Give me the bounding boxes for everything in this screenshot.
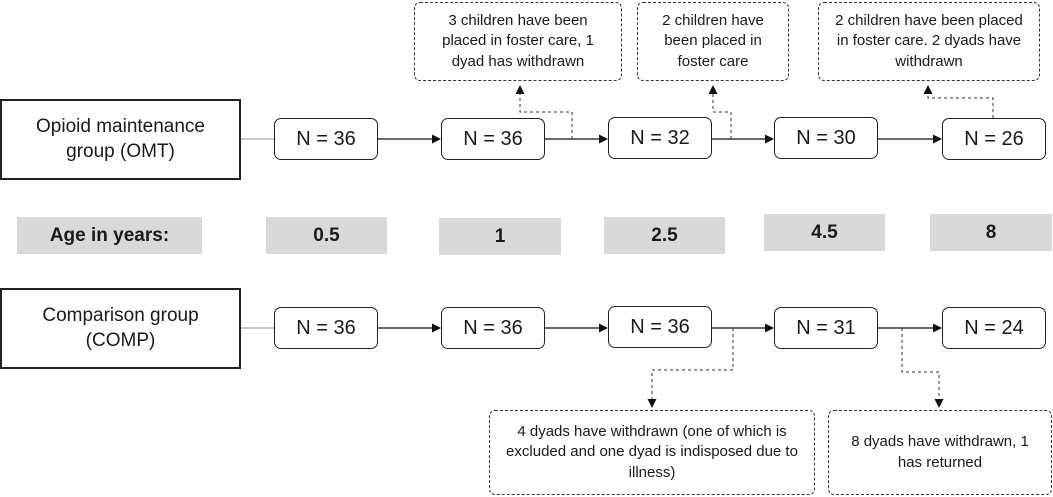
omt-note-3: 2 children have been placed in foster ca… bbox=[818, 2, 1040, 81]
omt-count-box-3: N = 32 bbox=[608, 117, 712, 159]
comp-note-2: 8 dyads have withdrawn, 1 has returned bbox=[828, 410, 1052, 495]
omt-count-box-2: N = 36 bbox=[441, 118, 545, 160]
omt-group-box: Opioid maintenance group (OMT) bbox=[0, 99, 241, 180]
comp-count-box-4: N = 31 bbox=[774, 307, 878, 349]
comp-group-label-line2: (COMP) bbox=[85, 329, 156, 351]
age-value-5: 8 bbox=[930, 214, 1052, 251]
age-value-2: 1 bbox=[439, 218, 561, 255]
comp-count-box-2: N = 36 bbox=[441, 307, 545, 349]
age-value-4: 4.5 bbox=[764, 214, 885, 251]
omt-note-connector-1 bbox=[515, 85, 573, 139]
comp-note-connector-2 bbox=[901, 328, 944, 408]
omt-note-2: 2 children have been placed in foster ca… bbox=[637, 2, 789, 81]
omt-count-box-4: N = 30 bbox=[774, 117, 878, 159]
omt-count-box-5: N = 26 bbox=[942, 118, 1046, 160]
age-value-1: 0.5 bbox=[266, 217, 387, 254]
age-label: Age in years: bbox=[17, 217, 202, 254]
omt-note-1: 3 children have been placed in foster ca… bbox=[414, 2, 622, 81]
comp-group-label-line1: Comparison group bbox=[42, 304, 199, 326]
comp-count-box-3: N = 36 bbox=[608, 306, 712, 348]
omt-count-box-1: N = 36 bbox=[274, 118, 378, 160]
comp-group-box: Comparison group (COMP) bbox=[0, 288, 241, 369]
omt-note-connector-2 bbox=[708, 85, 732, 139]
omt-group-label-line1: Opioid maintenance bbox=[36, 115, 205, 137]
comp-note-connector-1 bbox=[647, 328, 734, 408]
comp-count-box-1: N = 36 bbox=[274, 307, 378, 349]
comp-count-box-5: N = 24 bbox=[942, 307, 1046, 349]
age-value-3: 2.5 bbox=[604, 217, 725, 254]
omt-group-label-line2: group (OMT) bbox=[66, 140, 175, 162]
comp-note-1: 4 dyads have withdrawn (one of which is … bbox=[489, 410, 815, 495]
omt-note-connector-3 bbox=[923, 85, 994, 118]
